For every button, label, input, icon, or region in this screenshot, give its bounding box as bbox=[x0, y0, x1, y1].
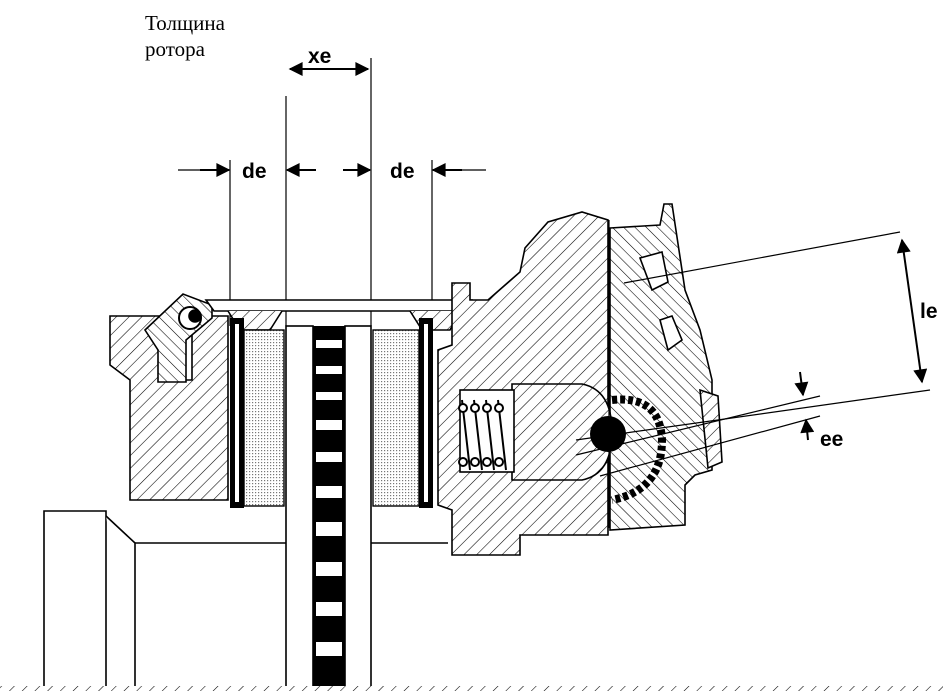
ee-dimension-arrows bbox=[794, 371, 815, 441]
brake-pad-left bbox=[243, 329, 285, 507]
caption-line-1: Толщина bbox=[145, 11, 226, 35]
dimension-label-xe: xe bbox=[308, 45, 331, 68]
caliper-left-housing bbox=[109, 293, 229, 501]
caliper-right-housing bbox=[437, 203, 723, 556]
extension-lines bbox=[178, 58, 486, 326]
hub-outline bbox=[43, 510, 448, 691]
dimension-label-le: le bbox=[920, 300, 938, 323]
dimension-label-de-right: de bbox=[390, 160, 415, 183]
caliper-piston bbox=[459, 383, 613, 481]
caption-line-2: ротора bbox=[145, 37, 206, 61]
bearing-race bbox=[611, 395, 667, 504]
lever-ball-icon bbox=[590, 416, 626, 452]
return-spring bbox=[458, 399, 507, 471]
leader-lines bbox=[575, 220, 931, 528]
dimension-arrows bbox=[200, 62, 462, 177]
dimension-label-de-left: de bbox=[242, 160, 267, 183]
bottom-edge-pattern bbox=[0, 686, 943, 691]
le-dimension-arrow bbox=[896, 238, 928, 384]
brake-rotor bbox=[285, 325, 372, 691]
brake-pad-right bbox=[372, 329, 420, 507]
dimension-label-ee: ee bbox=[820, 428, 843, 451]
